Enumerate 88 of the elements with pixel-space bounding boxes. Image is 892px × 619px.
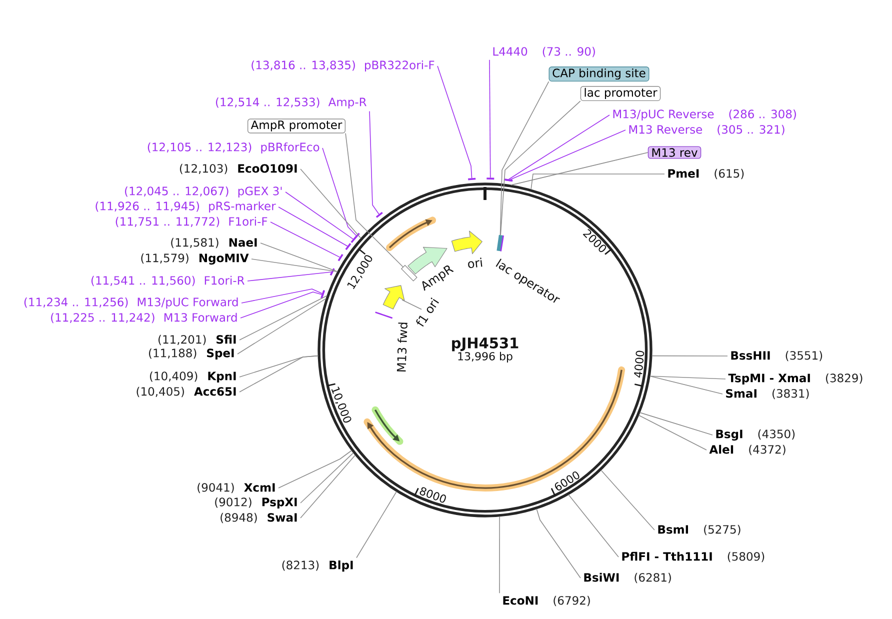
primer-site-mark — [468, 178, 476, 180]
leader-line — [638, 414, 707, 450]
leader-line — [239, 295, 328, 340]
primer-label: (13,816 .. 13,835) pBR322ori-F — [252, 60, 434, 72]
primer-label: (12,045 .. 12,067) pGEX 3' — [125, 186, 282, 198]
primer-label: (11,234 .. 11,256) M13/pUC Forward — [24, 297, 238, 309]
site-label: SmaI (3831) — [726, 388, 809, 400]
leader-line — [600, 470, 655, 530]
site-label: AleI (4372) — [709, 444, 786, 456]
primer-site-mark — [330, 268, 335, 276]
scale-label: 8000 — [420, 487, 446, 503]
feature-label: M13 fwd — [396, 322, 408, 372]
leader-line — [278, 206, 348, 246]
primer-label: (12,105 .. 12,123) pBRforEco — [148, 142, 320, 154]
site-label: (11,579) NgoMIV — [141, 253, 249, 265]
site-label: (9041) XcmI — [198, 482, 275, 494]
leader-line — [270, 222, 340, 258]
leader-line — [300, 168, 362, 239]
leader-line — [650, 376, 723, 394]
leader-line — [241, 288, 323, 304]
scale-label: 4000 — [634, 350, 644, 378]
leader-line — [500, 100, 581, 236]
leader-line — [402, 299, 422, 310]
primer-label: (11,225 .. 11,242) M13 Forward — [51, 312, 237, 324]
tag-box: M13 rev — [648, 146, 702, 159]
leader-line — [247, 272, 332, 282]
site-label: (8948) SwaI — [220, 512, 297, 524]
feature-block — [382, 285, 405, 310]
primer-site-mark — [486, 178, 494, 180]
primer-site-mark — [376, 212, 383, 218]
leader-line — [508, 114, 610, 180]
primer-site-mark — [345, 243, 352, 250]
primer-site-mark — [350, 236, 357, 243]
site-label: BsgI (4350) — [716, 429, 795, 441]
leader-line — [568, 494, 619, 558]
site-label: (11,201) SfiI — [158, 334, 236, 346]
feature-label: f1 ori — [416, 298, 439, 327]
site-label: (11,188) SpeI — [148, 348, 234, 360]
site-label: (8213) BlpI — [282, 560, 353, 572]
leader-line — [345, 132, 404, 268]
site-label: (11,581) NaeI — [171, 238, 257, 248]
leader-line — [251, 258, 338, 272]
primer-label: (11,541 .. 11,560) F1ori-R — [91, 276, 244, 286]
primer-label: L4440 (73 .. 90) — [493, 46, 595, 58]
site-label: (10,405) Acc65I — [136, 386, 236, 398]
site-label: TspMI - XmaI (3829) — [728, 373, 862, 385]
site-label: PmeI (615) — [668, 168, 744, 180]
primer-label: (11,926 .. 11,945) pRS-marker — [96, 201, 276, 213]
leader-line — [650, 376, 726, 380]
leader-line — [322, 148, 357, 236]
leader-line — [239, 355, 318, 392]
leader-line — [300, 452, 354, 504]
tag-box: lac promoter — [580, 86, 661, 102]
tag-box: CAP binding site — [548, 66, 650, 82]
primer-site-mark — [338, 254, 344, 262]
feature-label: ori — [468, 258, 482, 268]
site-label: BssHII (3551) — [731, 350, 822, 362]
site-label: EcoNI (6792) — [503, 596, 590, 606]
leader-line — [510, 130, 626, 180]
leader-line — [260, 242, 338, 272]
leader-line — [285, 192, 354, 240]
leader-line — [356, 491, 397, 558]
site-label: PflFI - Tth111I (5809) — [622, 552, 764, 562]
site-label: (10,409) KpnI — [150, 371, 236, 383]
primer-site-mark — [505, 178, 513, 182]
leader-line — [300, 454, 356, 518]
site-label: (12,103) EcoO109I — [180, 164, 297, 174]
site-label: BsiWI (6281) — [584, 572, 671, 584]
leader-line — [278, 450, 352, 488]
leader-line — [237, 298, 327, 354]
leader-line — [369, 110, 380, 215]
primer-label: M13/pUC Reverse (286 .. 308) — [613, 109, 796, 121]
leader-line — [240, 292, 322, 318]
leader-line — [536, 508, 581, 578]
tag-box: AmpR promoter — [247, 118, 346, 134]
leader-line — [652, 355, 728, 356]
primer-label: (11,751 .. 11,772) F1ori-F — [116, 216, 268, 228]
leader-line — [530, 174, 665, 190]
leader-line — [499, 516, 500, 594]
site-label: BsmI (5275) — [658, 524, 740, 536]
primer-label: M13 Reverse (305 .. 321) — [629, 124, 784, 136]
leader-line — [437, 66, 472, 179]
primer-label: (12,514 .. 12,533) Amp-R — [216, 97, 366, 109]
leader-line — [500, 81, 550, 236]
leader-line — [489, 59, 491, 178]
site-label: (9012) PspXI — [215, 497, 297, 509]
leader-line — [639, 412, 713, 436]
leader-line — [510, 152, 648, 186]
